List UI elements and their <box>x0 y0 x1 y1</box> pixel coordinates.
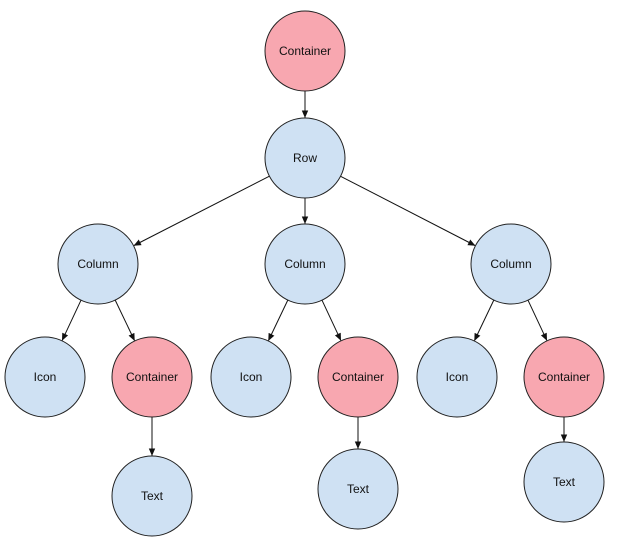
node-icon-1: Icon <box>4 336 86 418</box>
node-circle-icon-3 <box>416 336 498 418</box>
edge-column-3-to-container-3 <box>527 299 548 341</box>
node-label-container-1: Container <box>126 370 178 384</box>
node-column-3: Column <box>470 223 552 305</box>
node-label-text-1: Text <box>141 489 164 503</box>
edge-row-to-column-1 <box>133 175 270 246</box>
node-circle-text-1 <box>111 455 193 537</box>
node-label-icon-2: Icon <box>240 370 263 384</box>
node-circle-text-2 <box>317 448 399 530</box>
node-label-container-root: Container <box>279 44 331 58</box>
node-circle-column-2 <box>264 223 346 305</box>
edge-column-2-to-container-2 <box>321 299 342 341</box>
node-container-1: Container <box>111 336 193 418</box>
node-circle-icon-1 <box>4 336 86 418</box>
node-label-container-2: Container <box>332 370 384 384</box>
node-circle-container-3 <box>523 336 605 418</box>
node-container-2: Container <box>317 336 399 418</box>
node-column-1: Column <box>57 223 139 305</box>
edges-layer <box>61 91 568 456</box>
node-label-icon-1: Icon <box>34 370 57 384</box>
node-label-row: Row <box>293 151 317 165</box>
edge-column-3-to-icon-3 <box>474 299 495 341</box>
node-circle-column-3 <box>470 223 552 305</box>
node-column-2: Column <box>264 223 346 305</box>
node-icon-3: Icon <box>416 336 498 418</box>
node-label-text-2: Text <box>347 482 370 496</box>
node-label-container-3: Container <box>538 370 590 384</box>
node-circle-icon-2 <box>210 336 292 418</box>
node-circle-text-3 <box>523 441 605 523</box>
node-circle-container-root <box>264 10 346 92</box>
edge-column-2-to-icon-2 <box>268 299 289 341</box>
node-label-text-3: Text <box>553 475 576 489</box>
node-label-column-2: Column <box>284 257 325 271</box>
edge-column-1-to-container-1 <box>114 299 135 341</box>
node-text-3: Text <box>523 441 605 523</box>
node-circle-row <box>264 117 346 199</box>
node-circle-column-1 <box>57 223 139 305</box>
edge-column-1-to-icon-1 <box>61 299 82 341</box>
node-text-2: Text <box>317 448 399 530</box>
node-row: Row <box>264 117 346 199</box>
node-label-column-3: Column <box>490 257 531 271</box>
node-circle-container-2 <box>317 336 399 418</box>
node-container-root: Container <box>264 10 346 92</box>
node-text-1: Text <box>111 455 193 537</box>
node-label-icon-3: Icon <box>446 370 469 384</box>
edge-row-to-column-3 <box>340 175 476 246</box>
node-circle-container-1 <box>111 336 193 418</box>
node-label-column-1: Column <box>77 257 118 271</box>
node-container-3: Container <box>523 336 605 418</box>
node-icon-2: Icon <box>210 336 292 418</box>
